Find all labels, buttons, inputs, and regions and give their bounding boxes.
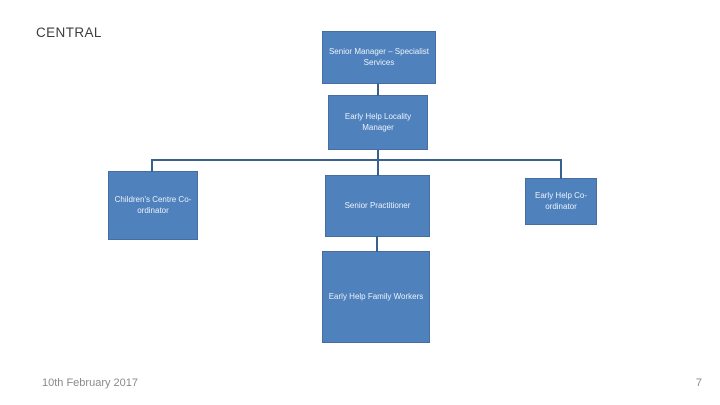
org-node-early-help-coordinator: Early Help Co-ordinator (525, 178, 597, 225)
connector-drop-early-help-coordinator (560, 161, 562, 179)
connector-horizontal-level3 (151, 159, 562, 161)
page-number: 7 (695, 377, 702, 389)
org-node-label: Senior Practitioner (344, 200, 411, 210)
org-node-childrens-centre-coordinator: Children's Centre Co-ordinator (108, 171, 198, 240)
connector-drop-childrens-centre (151, 161, 153, 172)
org-node-early-help-family-workers: Early Help Family Workers (322, 251, 430, 343)
org-node-label: Senior Manager – Specialist Services (328, 47, 430, 67)
connector-drop-senior-practitioner (377, 161, 379, 176)
org-node-early-help-locality-manager: Early Help Locality Manager (328, 95, 428, 150)
connector-senior-manager-to-locality-manager (377, 83, 379, 96)
org-node-label: Early Help Locality Manager (344, 112, 412, 132)
org-node-label: Early Help Co-ordinator (534, 191, 587, 211)
org-node-senior-manager: Senior Manager – Specialist Services (322, 31, 436, 84)
slide-title: CENTRAL (36, 25, 102, 40)
org-node-label: Children's Centre Co-ordinator (114, 195, 192, 215)
connector-senior-practitioner-to-family-workers (376, 236, 378, 252)
org-node-senior-practitioner: Senior Practitioner (325, 175, 430, 237)
connector-locality-manager-stub (377, 150, 379, 160)
org-node-label: Early Help Family Workers (328, 291, 424, 301)
footer-date: 10th February 2017 (42, 377, 139, 389)
